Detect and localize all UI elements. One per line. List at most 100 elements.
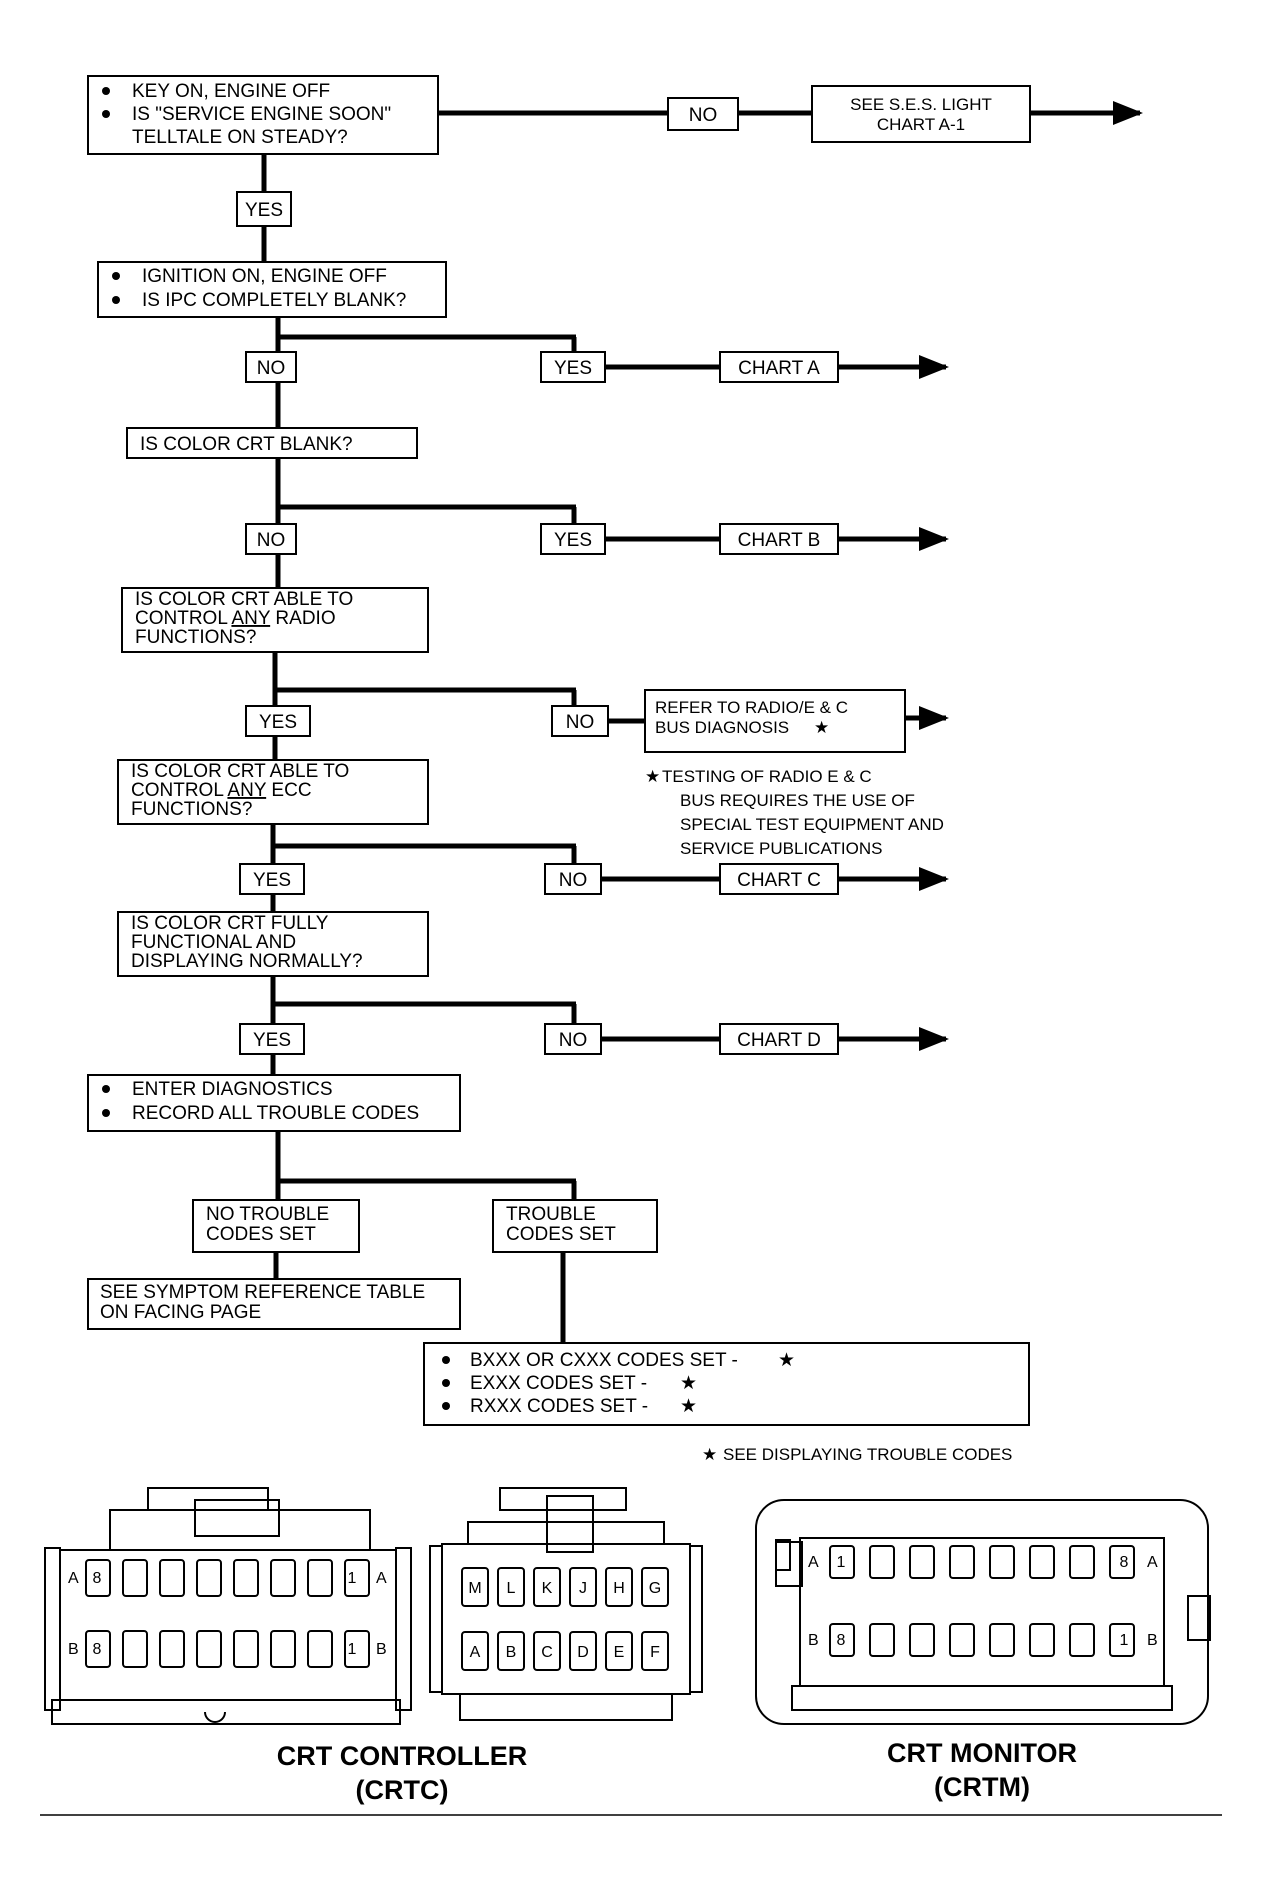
crtm-pin-a1: 1 bbox=[837, 1554, 846, 1571]
note-line1: TESTING OF RADIO E & C bbox=[662, 767, 872, 786]
step-enter-diagnostics: ENTER DIAGNOSTICS RECORD ALL TROUBLE COD… bbox=[87, 1074, 461, 1132]
crtm-row-b-label: B bbox=[808, 1632, 819, 1649]
mid-pin-label: A bbox=[470, 1644, 481, 1661]
mid-pin-cavity bbox=[461, 1567, 489, 1607]
q6-no-label-box bbox=[544, 1023, 602, 1055]
bullet-icon bbox=[102, 1085, 110, 1093]
crtc-pin-b8: 8 bbox=[93, 1641, 102, 1658]
q5-no-label: NO bbox=[559, 870, 588, 891]
crtc-pin-cavity bbox=[233, 1630, 259, 1668]
star-icon: ★ bbox=[702, 1445, 717, 1464]
bullet-icon bbox=[102, 110, 110, 118]
codes-line2: CODES SET bbox=[506, 1224, 616, 1245]
crtc-pin-cavity bbox=[122, 1559, 148, 1597]
star-icon: ★ bbox=[814, 718, 829, 737]
mid-pin-label: B bbox=[506, 1644, 517, 1661]
q1-yes-label: YES bbox=[245, 200, 283, 221]
crtc-pin-cavity bbox=[270, 1559, 296, 1597]
q5-line2: CONTROL ANY ECC bbox=[131, 780, 312, 801]
crtm-pin-cavity bbox=[949, 1545, 975, 1579]
crtm-label-line1: CRT MONITOR bbox=[887, 1738, 1077, 1768]
step-key-on-engine-off: KEY ON, ENGINE OFF IS "SERVICE ENGINE SO… bbox=[87, 75, 439, 155]
q1-line3: TELLTALE ON STEADY? bbox=[132, 127, 348, 148]
crtc-pin-cavity bbox=[196, 1630, 222, 1668]
q3-no-label: NO bbox=[257, 530, 286, 551]
mid-pin-cavity bbox=[569, 1567, 597, 1607]
q1-no-label-box bbox=[667, 97, 739, 131]
mid-pin-cavity bbox=[533, 1631, 561, 1671]
crtm-row-b-label-right: B bbox=[1147, 1632, 1158, 1649]
note-line2: BUS REQUIRES THE USE OF bbox=[680, 791, 915, 810]
q2-line2: IS IPC COMPLETELY BLANK? bbox=[142, 290, 406, 311]
crtm-pin-cavity bbox=[1109, 1545, 1135, 1579]
ses-ref-line1: SEE S.E.S. LIGHT bbox=[850, 95, 992, 114]
q2-no-label-box bbox=[245, 351, 297, 383]
q6-line2: FUNCTIONAL AND bbox=[131, 932, 296, 953]
no-codes-line1: NO TROUBLE bbox=[206, 1204, 329, 1225]
crtc-pin-cavity bbox=[233, 1559, 259, 1597]
diag-line1: ENTER DIAGNOSTICS bbox=[132, 1079, 333, 1100]
q4-no-label: NO bbox=[566, 712, 595, 733]
crtc-pin-cavity bbox=[159, 1630, 185, 1668]
radio-ref-line1: REFER TO RADIO/E & C bbox=[655, 698, 848, 717]
crtc-pin-cavity bbox=[85, 1630, 111, 1668]
crtm-pin-b8: 8 bbox=[837, 1632, 846, 1649]
crtc-row-a-label-right: A bbox=[376, 1570, 387, 1587]
mid-pin-label: F bbox=[650, 1644, 660, 1661]
q6-no-label: NO bbox=[559, 1030, 588, 1051]
radio-bus-diagnosis-ref: REFER TO RADIO/E & C BUS DIAGNOSIS ★ bbox=[644, 689, 906, 753]
crtm-pin-cavity bbox=[1069, 1545, 1095, 1579]
mid-pin-label: G bbox=[649, 1580, 661, 1597]
q5-no-label-box bbox=[544, 863, 602, 895]
mid-pin-label: L bbox=[507, 1580, 516, 1597]
crtm-pin-cavity bbox=[1109, 1623, 1135, 1657]
bullet-icon bbox=[112, 272, 120, 280]
q5-line1: IS COLOR CRT ABLE TO bbox=[131, 761, 349, 782]
crtc-pin-cavity bbox=[122, 1630, 148, 1668]
chart-d-box bbox=[719, 1023, 839, 1055]
crtm-pin-cavity bbox=[909, 1545, 935, 1579]
crtc-row-a-label: A bbox=[68, 1570, 79, 1587]
bullet-icon bbox=[102, 1109, 110, 1117]
q2-no-label: NO bbox=[257, 358, 286, 379]
crtc-label-line1: CRT CONTROLLER bbox=[277, 1741, 527, 1771]
bullet-icon bbox=[112, 296, 120, 304]
chart-c-box bbox=[719, 863, 839, 895]
crtc-pin-cavity bbox=[307, 1630, 333, 1668]
crtc-pin-cavity bbox=[85, 1559, 111, 1597]
q3-yes-label: YES bbox=[554, 530, 592, 551]
crtm-row-a-label: A bbox=[808, 1554, 819, 1571]
mid-pin-label: E bbox=[614, 1644, 625, 1661]
crtc-pin-a8: 8 bbox=[93, 1570, 102, 1587]
star-icon: ★ bbox=[778, 1350, 795, 1371]
crtc-connector-icon: A B A B 8 1 8 1 bbox=[44, 1487, 412, 1725]
mid-pin-cavity bbox=[641, 1567, 669, 1607]
crtc-row-b-label-right: B bbox=[376, 1641, 387, 1658]
crtm-pin-cavity bbox=[1029, 1545, 1055, 1579]
trouble-codes-list: BXXX OR CXXX CODES SET - ★ EXXX CODES SE… bbox=[423, 1342, 1030, 1426]
mid-pin-label: D bbox=[577, 1644, 589, 1661]
q4-yes-label: YES bbox=[259, 712, 297, 733]
bullet-icon bbox=[102, 87, 110, 95]
q1-no-label: NO bbox=[689, 105, 718, 126]
radio-ref-line2: BUS DIAGNOSIS bbox=[655, 718, 789, 737]
q3-box bbox=[126, 427, 418, 459]
step-ecc-functions: IS COLOR CRT ABLE TO CONTROL ANY ECC FUN… bbox=[117, 759, 429, 825]
mid-pin-label: C bbox=[541, 1644, 553, 1661]
q3-text: IS COLOR CRT BLANK? bbox=[140, 434, 353, 455]
crtm-pin-cavity bbox=[909, 1623, 935, 1657]
crtc-label-line2: (CRTC) bbox=[356, 1775, 449, 1805]
mid-pin-cavity bbox=[569, 1631, 597, 1671]
crtm-pin-cavity bbox=[1069, 1623, 1095, 1657]
q4-line3: FUNCTIONS? bbox=[135, 627, 256, 648]
q2-yes-label-box bbox=[540, 351, 606, 383]
note-line4: SERVICE PUBLICATIONS bbox=[680, 839, 882, 858]
star-icon: ★ bbox=[680, 1396, 697, 1417]
crtm-row-a-label-right: A bbox=[1147, 1554, 1158, 1571]
footnote-text: SEE DISPLAYING TROUBLE CODES bbox=[723, 1445, 1012, 1464]
q2-yes-label: YES bbox=[554, 358, 592, 379]
ses-ref-line2: CHART A-1 bbox=[877, 115, 965, 134]
mid-pin-cavity bbox=[497, 1631, 525, 1671]
crtm-pin-cavity bbox=[1029, 1623, 1055, 1657]
